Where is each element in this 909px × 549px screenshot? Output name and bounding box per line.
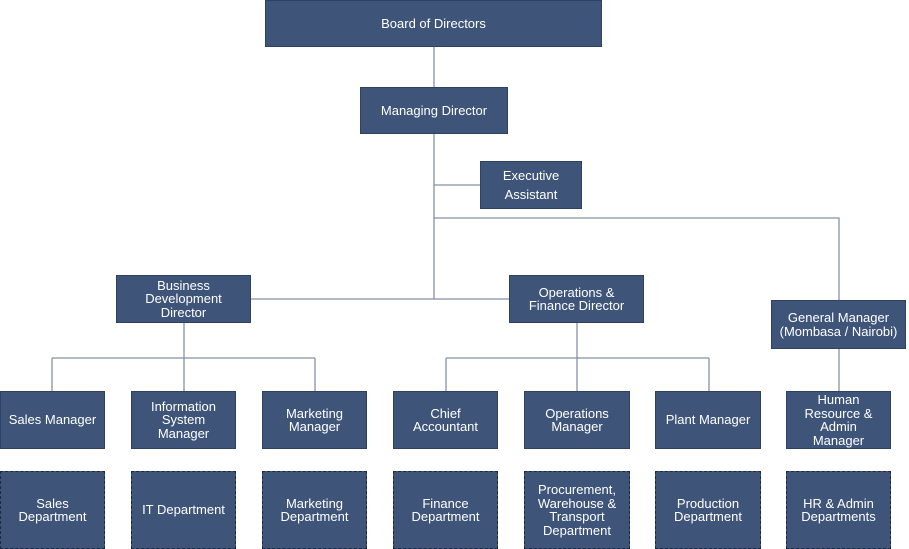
- hr-admin-departments-box: HR & Admin Departments: [786, 471, 891, 549]
- sales-manager-box: Sales Manager: [0, 391, 105, 449]
- business-development-director-box: Business Development Director: [116, 275, 251, 323]
- board-of-directors-box: Board of Directors: [265, 0, 602, 47]
- operations-manager-box: Operations Manager: [524, 391, 630, 449]
- it-department-box: IT Department: [131, 471, 236, 549]
- sales-department-box: Sales Department: [0, 471, 105, 549]
- hr-admin-manager-box: Human Resource & Admin Manager: [786, 391, 891, 449]
- finance-department-box: Finance Department: [393, 471, 498, 549]
- information-system-manager-box: Information System Manager: [131, 391, 236, 449]
- procurement-warehouse-transport-department-box: Procurement, Warehouse & Transport Depar…: [524, 471, 630, 549]
- operations-finance-director-box: Operations & Finance Director: [509, 275, 644, 323]
- chief-accountant-box: Chief Accountant: [393, 391, 498, 449]
- plant-manager-box: Plant Manager: [655, 391, 761, 449]
- marketing-manager-box: Marketing Manager: [262, 391, 367, 449]
- managing-director-box: Managing Director: [360, 87, 508, 134]
- general-manager-box: General Manager (Mombasa / Nairobi): [771, 300, 906, 349]
- executive-assistant-box: Executive Assistant: [480, 161, 582, 209]
- production-department-box: Production Department: [655, 471, 761, 549]
- marketing-department-box: Marketing Department: [262, 471, 367, 549]
